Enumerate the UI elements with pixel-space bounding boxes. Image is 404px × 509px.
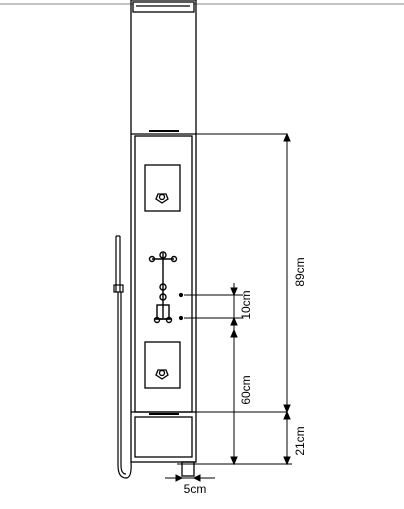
mixer-valve <box>148 251 178 324</box>
dimension-overall <box>196 132 291 414</box>
dimension-offset <box>165 474 215 482</box>
dimension-label-89cm: 89cm <box>293 257 307 286</box>
panel-body <box>130 0 197 463</box>
dimension-base <box>196 410 291 466</box>
dimension-label-5cm: 5cm <box>184 482 207 496</box>
dimension-spacing <box>178 283 243 330</box>
dimension-lower <box>230 328 238 466</box>
hand-shower <box>113 235 132 479</box>
dimension-label-21cm: 21cm <box>293 426 307 455</box>
dimension-label-10cm: 10cm <box>239 290 253 319</box>
base-foot <box>181 461 195 477</box>
upper-jet-nozzle <box>144 164 181 212</box>
dimension-label-60cm: 60cm <box>239 375 253 404</box>
lower-jet-nozzle <box>144 341 181 389</box>
